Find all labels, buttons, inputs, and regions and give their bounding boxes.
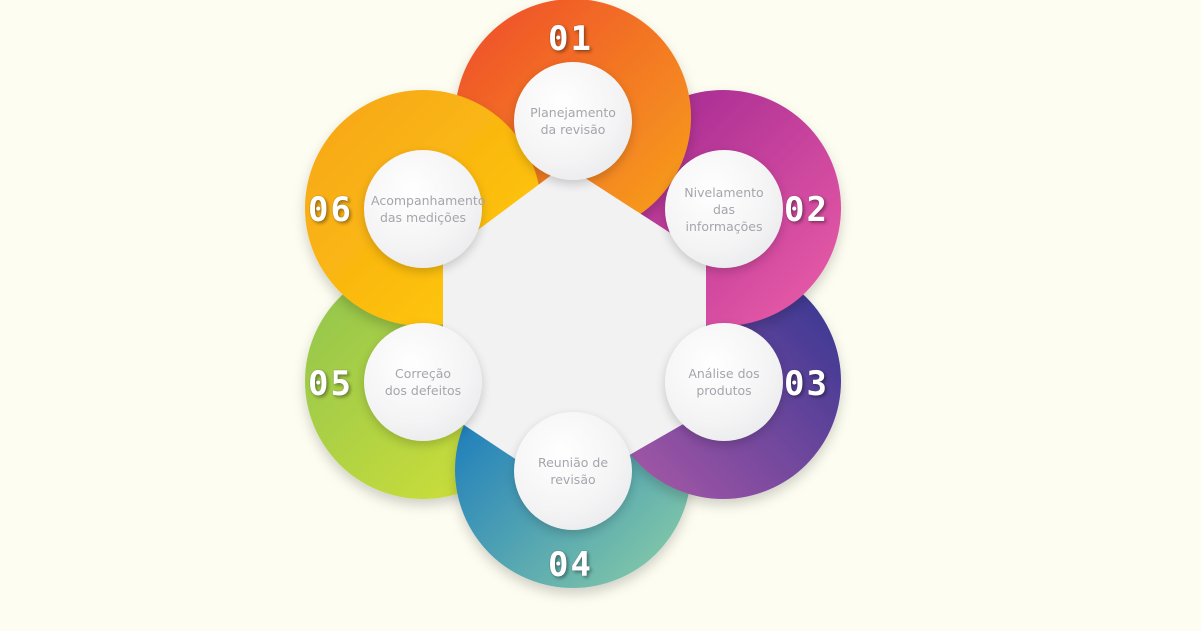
step-4-number: 04 xyxy=(548,545,593,585)
step-1-number: 01 xyxy=(548,19,593,59)
step-2-number: 02 xyxy=(784,190,829,230)
step-3-label: Análise dos produtos xyxy=(688,366,760,398)
step-3-bubble: Análise dos produtos xyxy=(665,323,783,441)
step-2-bubble: Nivelamento das informações xyxy=(665,150,783,268)
step-1-bubble: Planejamento da revisão xyxy=(514,62,632,180)
step-6-number: 06 xyxy=(308,190,353,230)
step-6-label: Acompanhamento das medições xyxy=(371,193,486,225)
step-4-bubble: Reunião de revisão xyxy=(514,412,632,530)
step-5-bubble: Correção dos defeitos xyxy=(364,323,482,441)
step-1-label: Planejamento da revisão xyxy=(530,105,616,137)
step-5-number: 05 xyxy=(308,364,353,404)
step-3-number: 03 xyxy=(784,364,829,404)
step-2-label: Nivelamento das informações xyxy=(684,184,764,234)
center-hexagon xyxy=(443,165,706,492)
step-4-label: Reunião de revisão xyxy=(537,455,609,487)
step-5-label: Correção dos defeitos xyxy=(384,366,462,398)
step-6-bubble: Acompanhamento das medições xyxy=(364,150,486,268)
